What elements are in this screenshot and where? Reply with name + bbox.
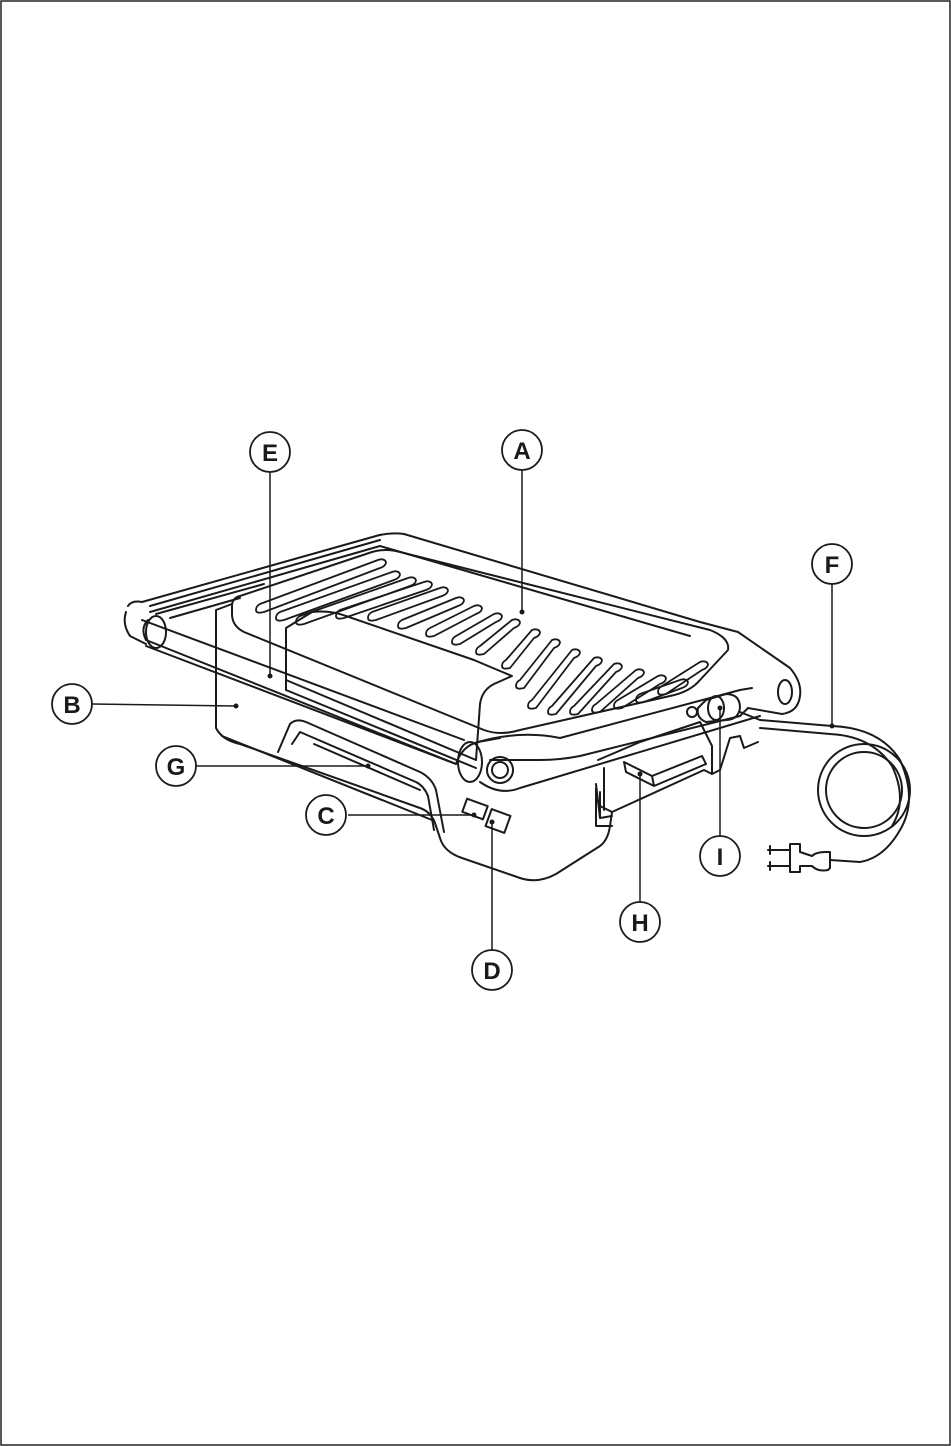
callout-b-label: B [63,692,80,719]
front-handle-end-left [145,615,167,649]
latch-h-bracket [595,787,613,827]
lid-back-rails [149,539,381,619]
hinge-pivot-front [486,756,514,784]
top-plate-side [215,603,233,673]
callout-e-label: E [262,440,278,467]
leader-dots [233,609,835,825]
power-plug [767,843,831,873]
base-right-side [603,735,759,813]
front-handle [123,611,501,765]
power-cord [739,711,910,863]
callout-f: F [811,543,853,585]
base-housing [215,671,613,882]
callout-i-label: I [717,844,724,871]
grill-ridges [255,558,709,716]
callout-c: C [305,794,347,836]
callout-g-label: G [167,754,186,781]
hinge-i-end [707,695,725,721]
hinge-i [696,693,741,723]
latch-h [623,755,707,787]
callout-b: B [51,683,93,725]
lid-frame-inner [149,545,691,637]
callout-h: H [619,901,661,943]
callout-g: G [155,745,197,787]
hinge-i-hole [686,706,698,718]
top-plate-grip-edge [285,679,477,769]
callout-c-label: C [317,803,334,830]
top-plate [231,549,730,734]
callout-d-label: D [483,958,500,985]
callout-h-label: H [631,910,648,937]
front-handle-arm [477,687,761,792]
callout-d: D [471,949,513,991]
base-bottom-edge [221,735,433,821]
callout-a-label: A [513,438,530,465]
control-d-button [484,808,512,834]
leader-b [91,703,237,707]
power-cord-coil [817,743,911,837]
top-plate-grip [285,610,513,761]
callout-a: A [501,429,543,471]
grill-drawing [123,532,911,882]
callout-i: I [699,835,741,877]
callout-f-label: F [825,552,840,579]
callout-e: E [249,431,291,473]
callouts: A B C D E F G H [51,429,853,991]
front-handle-end-right [457,741,483,783]
lid-frame [127,532,802,761]
hinge-pivot-front-inner [491,761,509,779]
drip-tray [277,719,445,833]
hinge-pivot-rear [777,679,793,705]
leader-lines [91,470,833,950]
power-cord-coil-inner [825,751,903,829]
